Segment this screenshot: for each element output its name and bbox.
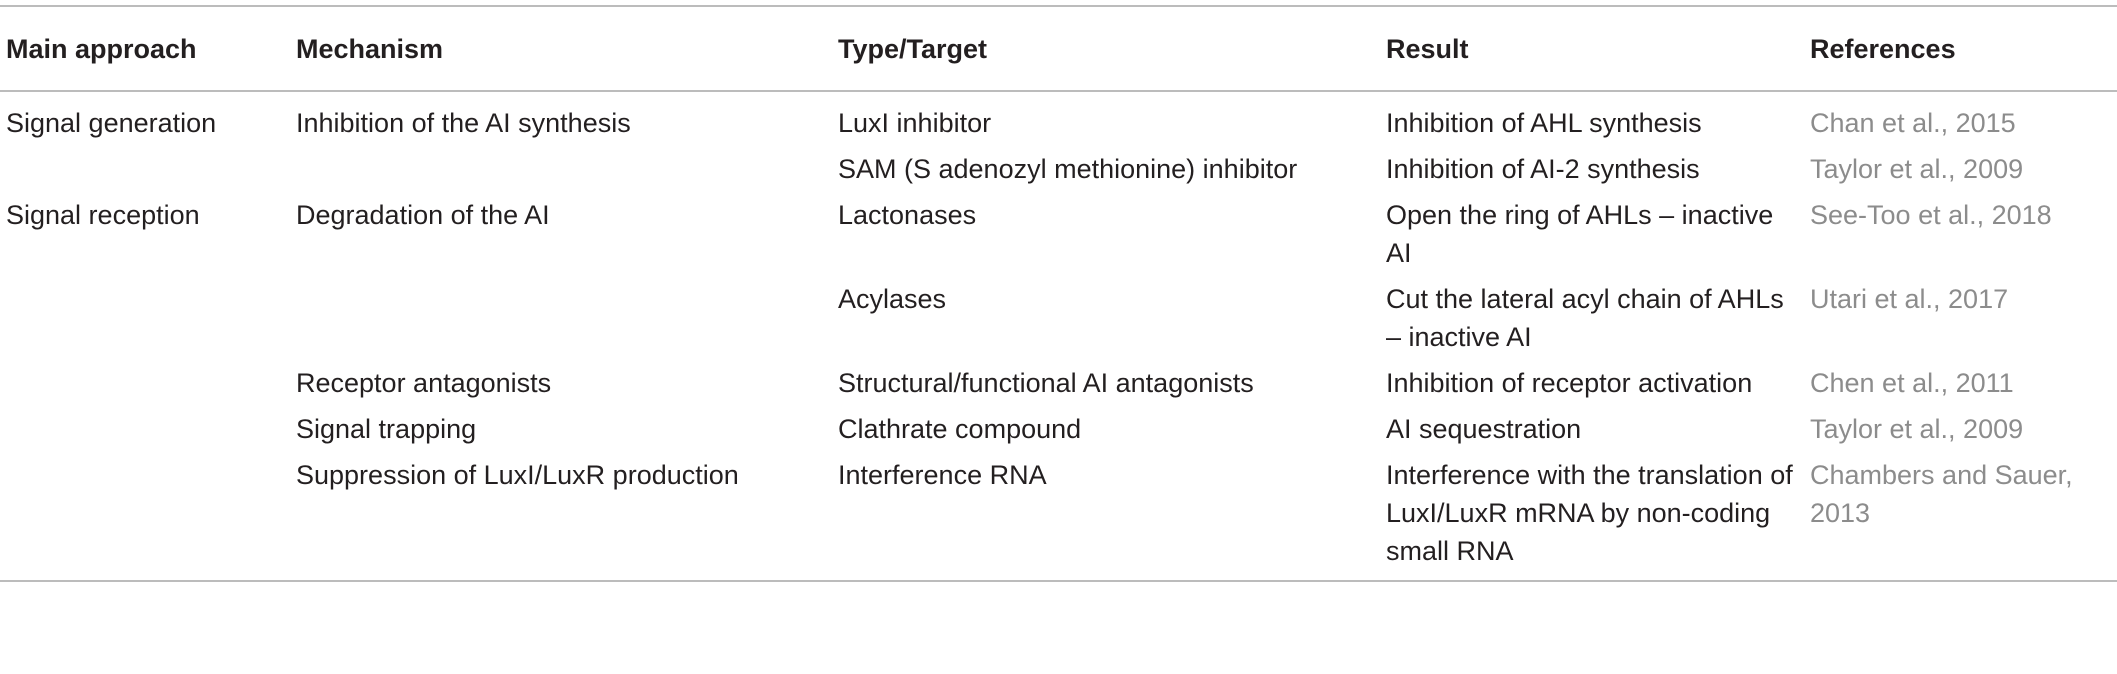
cell-mechanism: Inhibition of the AI synthesis — [296, 108, 631, 138]
cell-mechanism — [296, 276, 838, 360]
table-row: Signal reception Degradation of the AI L… — [0, 192, 2117, 276]
cell-mechanism: Suppression of LuxI/LuxR production — [296, 460, 739, 490]
cell-target: Lactonases — [838, 200, 977, 230]
cell-mechanism: Signal trapping — [296, 414, 477, 444]
table-row: SAM (S adenozyl methionine) inhibitor In… — [0, 146, 2117, 192]
table-body: Signal generation Inhibition of the AI s… — [0, 91, 2117, 581]
cell-mechanism: Degradation of the AI — [296, 200, 550, 230]
cell-approach — [0, 146, 296, 192]
cell-result: Inhibition of AHL synthesis — [1386, 108, 1702, 138]
cell-approach — [0, 406, 296, 452]
header-type-target: Type/Target — [838, 33, 988, 64]
cell-result: Interference with the translation of Lux… — [1386, 460, 1793, 566]
header-main-approach: Main approach — [6, 33, 197, 64]
cell-reference: Chambers and Sauer, 2013 — [1810, 460, 2073, 528]
cell-reference: Chen et al., 2011 — [1810, 368, 2014, 398]
cell-approach: Signal reception — [6, 200, 200, 230]
cell-result: Cut the lateral acyl chain of AHLs – ina… — [1386, 284, 1784, 352]
cell-target: Acylases — [838, 284, 947, 314]
cell-reference: Utari et al., 2017 — [1810, 284, 2009, 314]
cell-reference: Chan et al., 2015 — [1810, 108, 2016, 138]
cell-approach — [0, 360, 296, 406]
data-table: Main approach Mechanism Type/Target Resu… — [0, 5, 2117, 582]
cell-mechanism — [296, 146, 838, 192]
cell-reference: Taylor et al., 2009 — [1810, 414, 2024, 444]
table-row: Suppression of LuxI/LuxR production Inte… — [0, 452, 2117, 581]
cell-result: AI sequestration — [1386, 414, 1582, 444]
cell-target: Clathrate compound — [838, 414, 1082, 444]
cell-mechanism: Receptor antagonists — [296, 368, 552, 398]
table-row: Receptor antagonists Structural/function… — [0, 360, 2117, 406]
header-row: Main approach Mechanism Type/Target Resu… — [0, 6, 2117, 91]
header-mechanism: Mechanism — [296, 33, 444, 64]
table-header: Main approach Mechanism Type/Target Resu… — [0, 6, 2117, 91]
cell-target: LuxI inhibitor — [838, 108, 992, 138]
cell-result: Inhibition of AI-2 synthesis — [1386, 154, 1700, 184]
cell-target: Structural/functional AI antagonists — [838, 368, 1254, 398]
cell-result: Inhibition of receptor activation — [1386, 368, 1753, 398]
table-row: Signal generation Inhibition of the AI s… — [0, 91, 2117, 146]
cell-approach — [0, 276, 296, 360]
header-result: Result — [1386, 33, 1469, 64]
cell-result: Open the ring of AHLs – inactive AI — [1386, 200, 1774, 268]
cell-approach: Signal generation — [6, 108, 217, 138]
table-row: Acylases Cut the lateral acyl chain of A… — [0, 276, 2117, 360]
cell-approach — [0, 452, 296, 581]
cell-reference: Taylor et al., 2009 — [1810, 154, 2024, 184]
table-row: Signal trapping Clathrate compound AI se… — [0, 406, 2117, 452]
header-references: References — [1810, 33, 1956, 64]
cell-target: SAM (S adenozyl methionine) inhibitor — [838, 154, 1298, 184]
cell-target: Interference RNA — [838, 460, 1047, 490]
cell-reference: See-Too et al., 2018 — [1810, 200, 2052, 230]
